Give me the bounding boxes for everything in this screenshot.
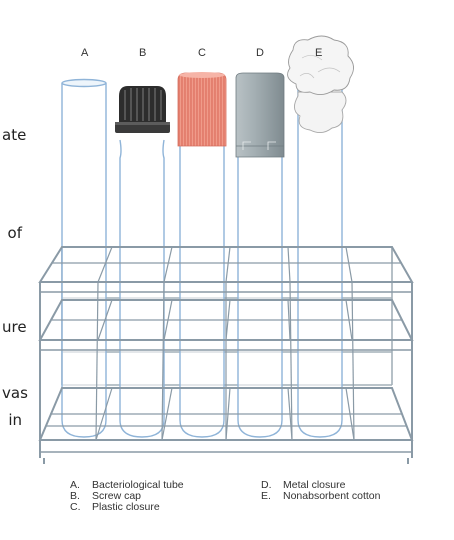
tube-b (119, 139, 165, 438)
legend-left: A. Bacteriological tube B. Screw cap C. Pla… (70, 480, 184, 513)
legend-key: B. (70, 490, 80, 502)
metal-closure (235, 72, 285, 158)
clipped-text-4: vas (2, 384, 28, 402)
legend-label: Nonabsorbent cotton (283, 490, 381, 502)
legend-item: B. Screw cap (70, 491, 184, 502)
legend-label: Metal closure (283, 479, 346, 491)
plastic-closure (177, 72, 227, 147)
legend-key: A. (70, 479, 80, 491)
tube-d (237, 150, 283, 438)
legend-right: D. Metal closure E. Nonabsorbent cotton (261, 480, 380, 502)
clipped-text-2: of (7, 224, 22, 242)
rack-front (38, 246, 414, 464)
legend-key: D. (261, 479, 272, 491)
tube-a (61, 78, 107, 438)
tube-c (179, 140, 225, 438)
legend-key: E. (261, 490, 271, 502)
clipped-text-3: ure (2, 318, 27, 336)
tube-letter-b: B (139, 47, 147, 59)
legend-label: Bacteriological tube (92, 479, 184, 491)
legend-item: C. Plastic closure (70, 502, 184, 513)
legend-label: Screw cap (92, 490, 142, 502)
legend-item: A. Bacteriological tube (70, 480, 184, 491)
legend-label: Plastic closure (92, 501, 160, 513)
legend-key: C. (70, 501, 81, 513)
tube-letter-c: C (198, 47, 206, 59)
clipped-text-1: ate (2, 126, 27, 144)
tube-letter-a: A (81, 47, 89, 59)
tube-letter-e: E (315, 47, 323, 59)
cotton-plug (287, 35, 354, 133)
clipped-text-5: in (8, 411, 22, 429)
tube-letter-d: D (256, 47, 264, 59)
legend-item: E. Nonabsorbent cotton (261, 491, 380, 502)
tube-e (297, 85, 343, 438)
screw-cap (115, 86, 170, 133)
legend-item: D. Metal closure (261, 480, 380, 491)
